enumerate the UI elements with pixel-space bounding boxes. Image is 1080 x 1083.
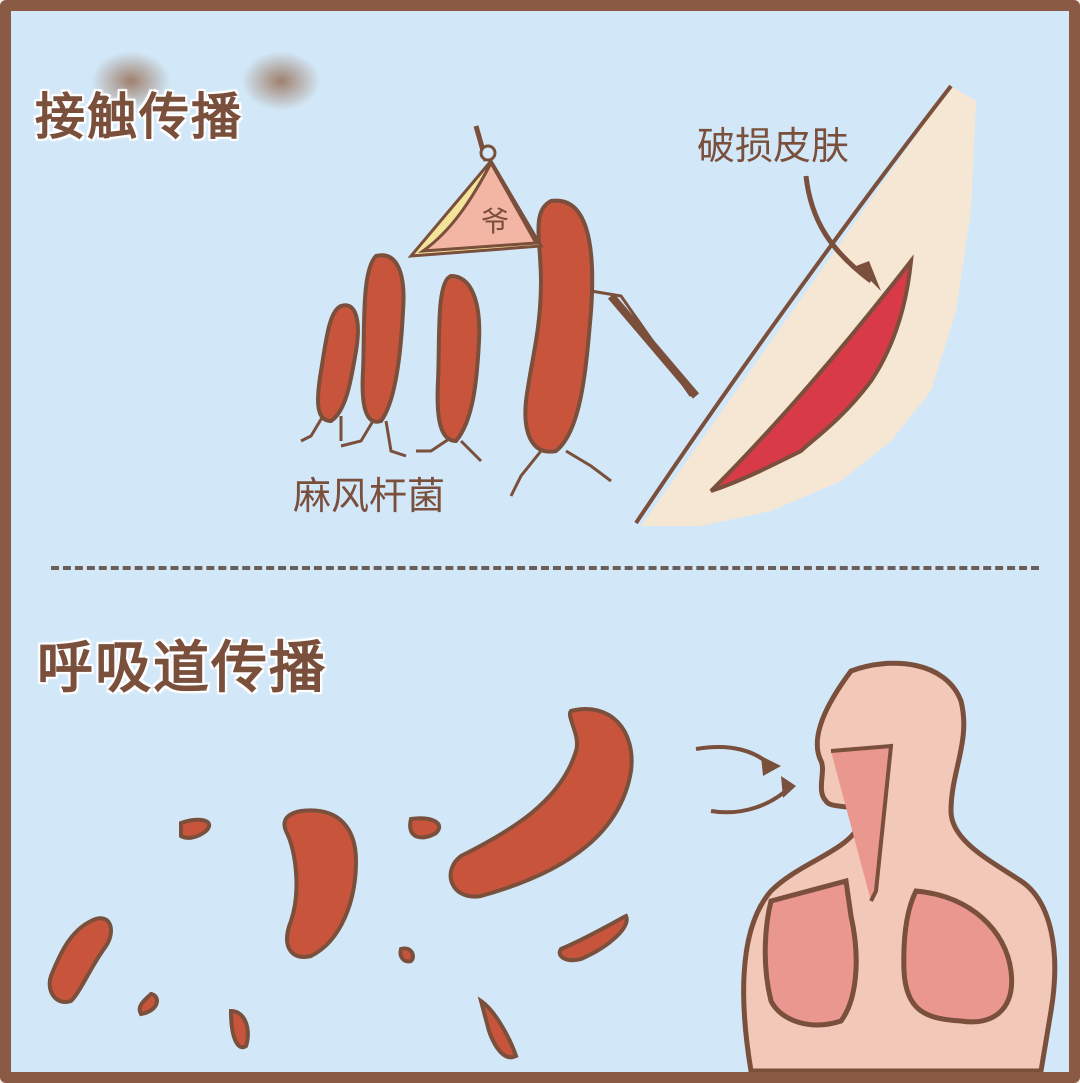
left-lung-icon (762, 877, 859, 1028)
arrow-icon (856, 261, 881, 291)
stick-icon (607, 293, 700, 399)
skin-area (641, 86, 976, 526)
bacteria-limbs (300, 289, 693, 497)
arrow-icon (710, 784, 793, 815)
section-title-contact-transmission: 接触传播 (35, 88, 243, 146)
section-divider (51, 566, 1039, 570)
contact-transmission-illustration: 爷 (300, 84, 976, 526)
watermark-blur (241, 51, 321, 111)
airborne-bacteria (47, 707, 634, 1060)
airway-icon (830, 743, 894, 902)
flag-icon: 爷 (407, 125, 544, 258)
arrow-icon (695, 745, 773, 768)
skin-edge-line (634, 84, 953, 525)
leprosy-bacteria-characters (316, 198, 595, 454)
wound-icon (709, 254, 914, 493)
svg-text:爷: 爷 (481, 205, 509, 238)
watermark-blur (91, 51, 171, 111)
section-title-respiratory-transmission: 呼吸道传播 (37, 636, 327, 701)
respiratory-transmission-illustration (47, 660, 1058, 1072)
right-lung-icon (901, 888, 1015, 1025)
label-broken-skin: 破损皮肤 (697, 124, 850, 168)
label-leprosy-bacteria: 麻风杆菌 (293, 474, 446, 518)
